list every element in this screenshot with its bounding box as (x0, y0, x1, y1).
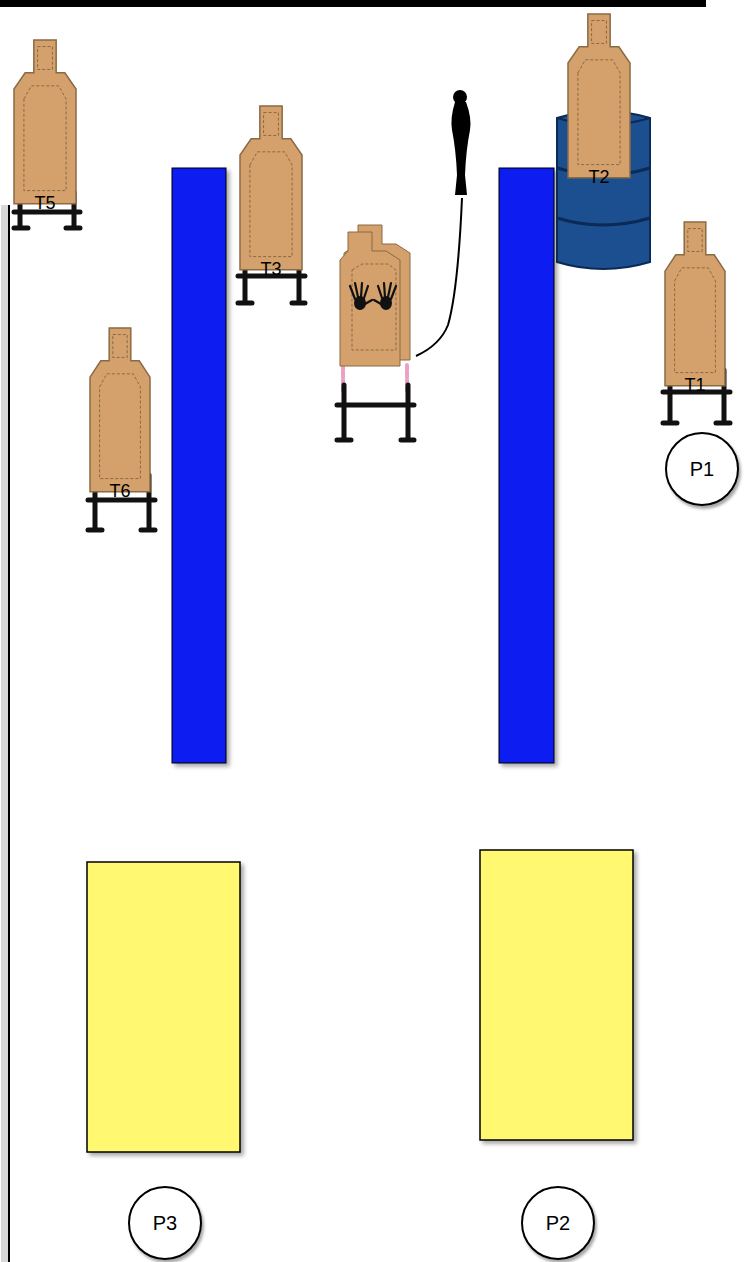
paper-target: T3 (240, 106, 302, 270)
shooting-area (480, 850, 633, 1140)
position-label: P3 (153, 1212, 177, 1234)
shooting-position: P2 (521, 1186, 595, 1260)
target-label: T6 (109, 482, 130, 502)
position-label: P2 (546, 1212, 570, 1234)
range-border (0, 0, 706, 7)
target-silhouette (665, 222, 725, 386)
wall (499, 168, 554, 763)
paper-target: T2 (568, 14, 630, 178)
no-shoot-target (340, 225, 410, 366)
hand-symbol (350, 283, 396, 310)
target-label: T5 (34, 194, 55, 214)
paper-target: T6 (90, 328, 150, 492)
target-label: T2 (588, 168, 609, 188)
target-label: T3 (260, 260, 281, 280)
side-wall-edge (8, 205, 10, 1262)
wall (172, 168, 226, 763)
target-silhouette (568, 14, 630, 178)
shooting-position: P3 (128, 1186, 202, 1260)
paper-target: T5 (14, 40, 76, 204)
activation-wire (416, 198, 462, 356)
position-label: P1 (690, 458, 714, 480)
popper-activator (416, 90, 471, 356)
paper-target: T1 (665, 222, 725, 386)
target-silhouette (14, 40, 76, 204)
target-silhouette (240, 106, 302, 270)
side-wall (1, 205, 10, 1262)
target-label: T1 (684, 376, 705, 396)
target-stand (14, 148, 730, 530)
shooting-area (87, 862, 240, 1152)
target-silhouette (90, 328, 150, 492)
shooting-position: P1 (665, 432, 739, 506)
